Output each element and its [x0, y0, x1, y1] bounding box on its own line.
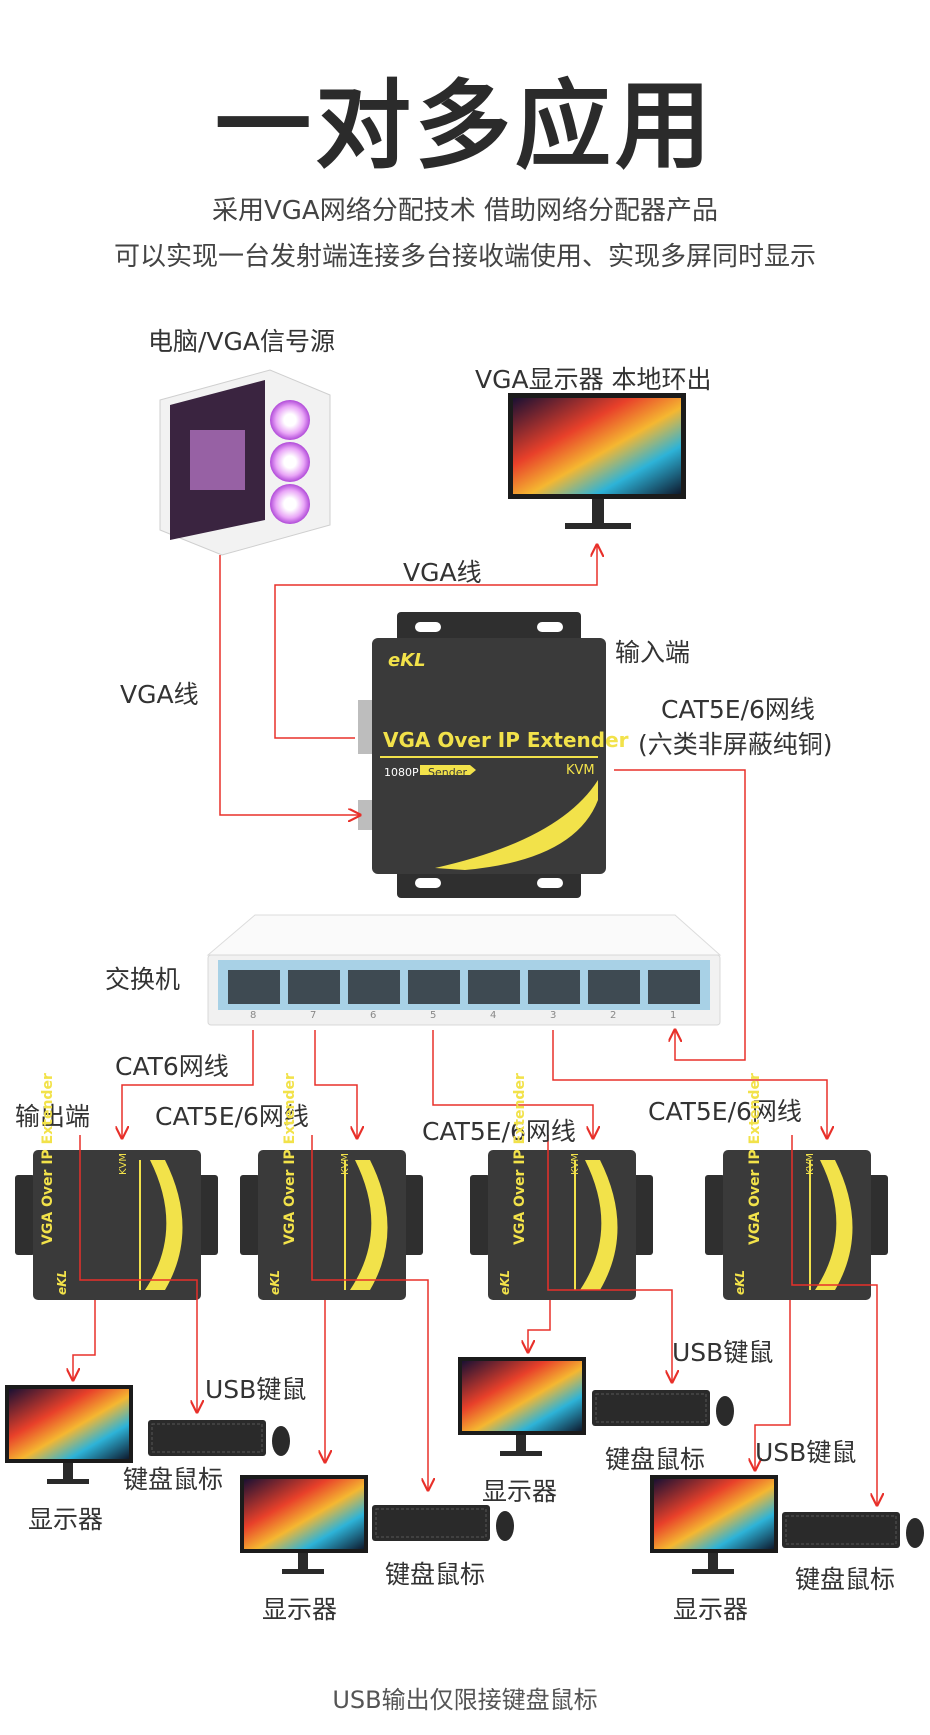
receiver-4-product-name: VGA Over IP Extender	[747, 1073, 763, 1245]
usb-label-unit-3: USB键鼠	[672, 1338, 774, 1367]
cable-label-cat6: CAT6网线	[115, 1052, 229, 1081]
output-monitors	[5, 1357, 778, 1574]
network-switch-image	[206, 914, 722, 1026]
usb-label-unit-4: USB键鼠	[755, 1438, 857, 1467]
switch-port-number: 4	[490, 1010, 497, 1021]
sender-resolution: 1080P	[384, 766, 419, 779]
sender-port-label: 输入端	[615, 638, 691, 667]
output-label: 输出端	[15, 1102, 91, 1131]
switch-port-number: 6	[370, 1010, 377, 1021]
cable-label-cat-input-note: (六类非屏蔽纯铜)	[638, 730, 833, 759]
receiver-2-kvm: KVM	[340, 1152, 351, 1175]
switch-label: 交换机	[105, 965, 181, 994]
receiver-2-brand-logo: eKL	[268, 1269, 282, 1295]
cable-label-cat5e-2: CAT5E/6网线	[155, 1102, 309, 1131]
kb-label-unit-3: 键盘鼠标	[605, 1445, 706, 1474]
sender-kvm: KVM	[566, 763, 595, 778]
subtitle-line-1: 采用VGA网络分配技术 借助网络分配器产品	[212, 196, 718, 226]
switch-port-number: 1	[670, 1010, 677, 1021]
receiver-3-brand-logo: eKL	[498, 1269, 512, 1295]
page-title: 一对多应用	[215, 69, 715, 182]
switch-port-number: 7	[310, 1010, 317, 1021]
receiver-1-product-name: VGA Over IP Extender	[40, 1073, 56, 1245]
keyboards-mice	[148, 1390, 924, 1548]
sender-device-image	[358, 612, 606, 898]
receiver-3-product-name: VGA Over IP Extender	[512, 1073, 528, 1245]
monitor-label-unit-3: 显示器	[482, 1477, 558, 1506]
cable-label-vga-left: VGA线	[120, 680, 199, 709]
cable-label-cat-input: CAT5E/6网线	[661, 695, 815, 724]
connection-lines	[73, 545, 877, 1505]
receiver-4-brand-logo: eKL	[733, 1269, 747, 1295]
sender-role: Sender	[428, 766, 467, 779]
kb-label-unit-4: 键盘鼠标	[795, 1565, 896, 1594]
receiver-devices	[15, 1150, 888, 1300]
receiver-1-kvm: KVM	[118, 1152, 129, 1175]
pc-tower-image	[159, 369, 331, 556]
pc-label: 电脑/VGA信号源	[148, 327, 335, 356]
cable-label-cat5e-3: CAT5E/6网线	[422, 1117, 576, 1146]
receiver-3-kvm: KVM	[570, 1152, 581, 1175]
switch-port-number: 8	[250, 1010, 257, 1021]
cable-label-cat5e-4: CAT5E/6网线	[648, 1097, 802, 1126]
subtitle-line-2: 可以实现一台发射端连接多台接收端使用、实现多屏同时显示	[113, 242, 816, 272]
footer-note: USB输出仅限接键盘鼠标	[332, 1686, 598, 1714]
sender-brand-logo: eKL	[388, 650, 426, 671]
monitor-label-unit-1: 显示器	[28, 1505, 104, 1534]
receiver-2-product-name: VGA Over IP Extender	[282, 1073, 298, 1245]
monitor-label-unit-4: 显示器	[673, 1595, 749, 1624]
cable-label-vga-top: VGA线	[403, 558, 482, 587]
usb-label-unit-1: USB键鼠	[205, 1375, 307, 1404]
local-monitor-label: VGA显示器 本地环出	[475, 365, 712, 394]
monitor-label-unit-2: 显示器	[262, 1595, 338, 1624]
switch-port-number: 3	[550, 1010, 557, 1021]
receiver-1-brand-logo: eKL	[55, 1269, 69, 1295]
local-monitor-image	[508, 393, 686, 529]
switch-port-number: 2	[610, 1010, 617, 1021]
switch-port-number: 5	[430, 1010, 437, 1021]
kb-label-unit-1: 键盘鼠标	[123, 1465, 224, 1494]
sender-product-name: VGA Over IP Extender	[383, 728, 629, 752]
kb-label-unit-2: 键盘鼠标	[385, 1560, 486, 1589]
receiver-4-kvm: KVM	[805, 1152, 816, 1175]
